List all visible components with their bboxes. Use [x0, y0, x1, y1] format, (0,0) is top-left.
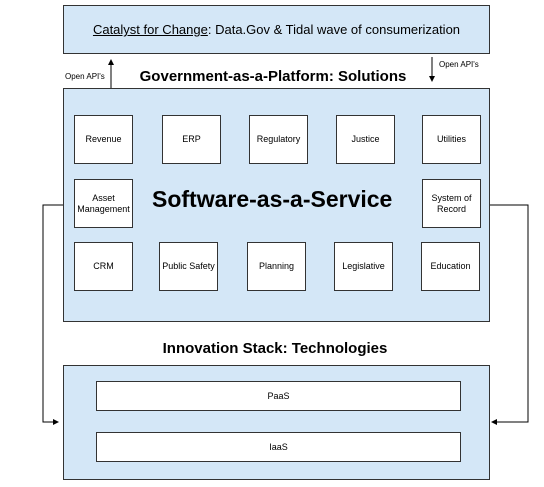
solution-system-of-record: System of Record: [422, 179, 481, 228]
catalyst-rest: : Data.Gov & Tidal wave of consumerizati…: [207, 22, 461, 37]
solution-justice: Justice: [336, 115, 395, 164]
solution-asset-management: Asset Management: [74, 179, 133, 228]
open-api-right-label: Open API's: [439, 60, 479, 69]
solution-education: Education: [421, 242, 480, 291]
stack-paas: PaaS: [96, 381, 461, 411]
system-of-record-connector: [481, 204, 529, 425]
innovation-heading: Innovation Stack: Technologies: [162, 340, 388, 357]
stack-iaas: IaaS: [96, 432, 461, 462]
solution-crm: CRM: [74, 242, 133, 291]
asset-management-connector: [42, 204, 74, 425]
catalyst-panel: Catalyst for Change: Data.Gov & Tidal wa…: [63, 5, 490, 54]
solution-erp: ERP: [162, 115, 221, 164]
solution-utilities: Utilities: [422, 115, 481, 164]
solution-planning: Planning: [247, 242, 306, 291]
solution-regulatory: Regulatory: [249, 115, 308, 164]
open-api-left-label: Open API's: [65, 72, 105, 81]
catalyst-lead: Catalyst for Change: [92, 22, 208, 37]
solution-revenue: Revenue: [74, 115, 133, 164]
saas-label: Software-as-a-Service: [152, 186, 393, 212]
solution-public-safety: Public Safety: [159, 242, 218, 291]
solution-legislative: Legislative: [334, 242, 393, 291]
solutions-heading: Government-as-a-Platform: Solutions: [139, 68, 407, 85]
catalyst-text: Catalyst for Change: Data.Gov & Tidal wa…: [64, 6, 489, 53]
